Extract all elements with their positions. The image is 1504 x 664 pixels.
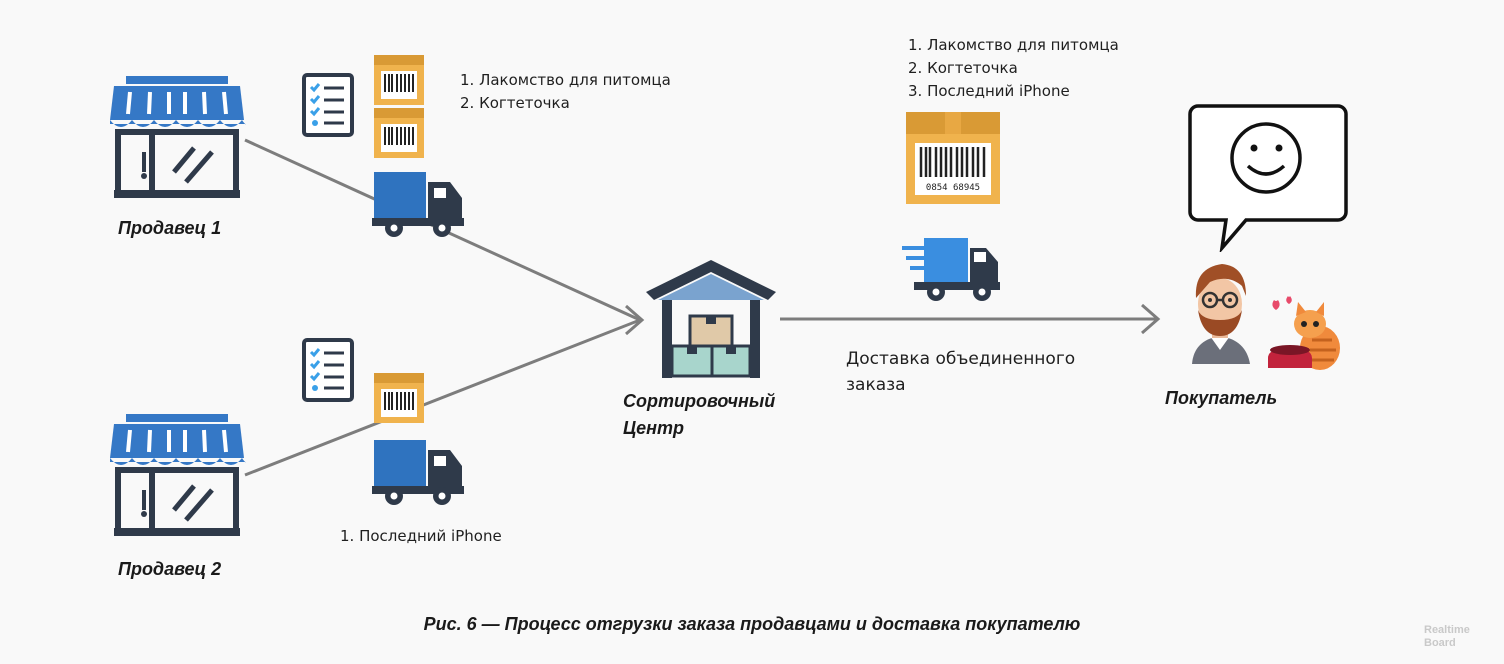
- list-item: 3. Последний iPhone: [908, 82, 1070, 100]
- warehouse-icon: [646, 260, 776, 378]
- center-label-line2: Центр: [623, 418, 685, 438]
- fast-delivery-truck-icon: [902, 238, 1000, 301]
- arrow-head-buyer: [1141, 303, 1161, 335]
- parcel-box-icon: [374, 373, 424, 423]
- buyer-avatar: [1192, 264, 1250, 364]
- smiley-icon: [1230, 122, 1302, 194]
- list-item: 1. Последний iPhone: [340, 527, 502, 545]
- parcel-box-icon: [374, 108, 424, 158]
- checklist-icon: [302, 338, 354, 402]
- parcel-box-icon: 0854 68945: [906, 112, 1000, 204]
- cat-icon: [1268, 296, 1340, 370]
- seller2-label: Продавец 2: [118, 559, 222, 579]
- watermark-line1: Realtime: [1424, 624, 1470, 636]
- watermark: Realtime Board: [1424, 624, 1470, 650]
- buyer-label: Покупатель: [1165, 388, 1278, 408]
- barcode-number: 0854 68945: [926, 183, 980, 193]
- list-item: 1. Лакомство для питомца: [908, 36, 1119, 54]
- truck-icon: [372, 172, 464, 237]
- parcel-box-icon: [374, 55, 424, 105]
- arrow-head-center: [625, 304, 645, 336]
- speech-bubble: [1188, 104, 1348, 252]
- truck-icon: [372, 440, 464, 505]
- list-item: 2. Когтеточка: [460, 94, 570, 112]
- delivery-caption-line2: заказа: [846, 375, 906, 395]
- store-icon: [110, 414, 246, 536]
- delivery-caption: Доставка объединенного заказа: [846, 346, 1075, 398]
- center-label: Сортировочный Центр: [623, 388, 775, 442]
- seller2-item-list: 1. Последний iPhone: [340, 525, 502, 548]
- checklist-icon: [302, 73, 354, 137]
- seller1-label: Продавец 1: [118, 218, 222, 238]
- figure-caption: Рис. 6 — Процесс отгрузки заказа продавц…: [423, 614, 1081, 634]
- arrow-seller2-to-center: [244, 318, 641, 477]
- seller1-item-list: 1. Лакомство для питомца 2. Когтеточка: [460, 69, 671, 115]
- delivery-caption-line1: Доставка объединенного: [846, 349, 1076, 369]
- combined-item-list: 1. Лакомство для питомца 2. Когтеточка 3…: [908, 34, 1119, 103]
- center-label-line1: Сортировочный: [623, 391, 776, 411]
- store-icon: [110, 76, 246, 198]
- list-item: 1. Лакомство для питомца: [460, 71, 671, 89]
- watermark-line2: Board: [1424, 637, 1456, 649]
- list-item: 2. Когтеточка: [908, 59, 1018, 77]
